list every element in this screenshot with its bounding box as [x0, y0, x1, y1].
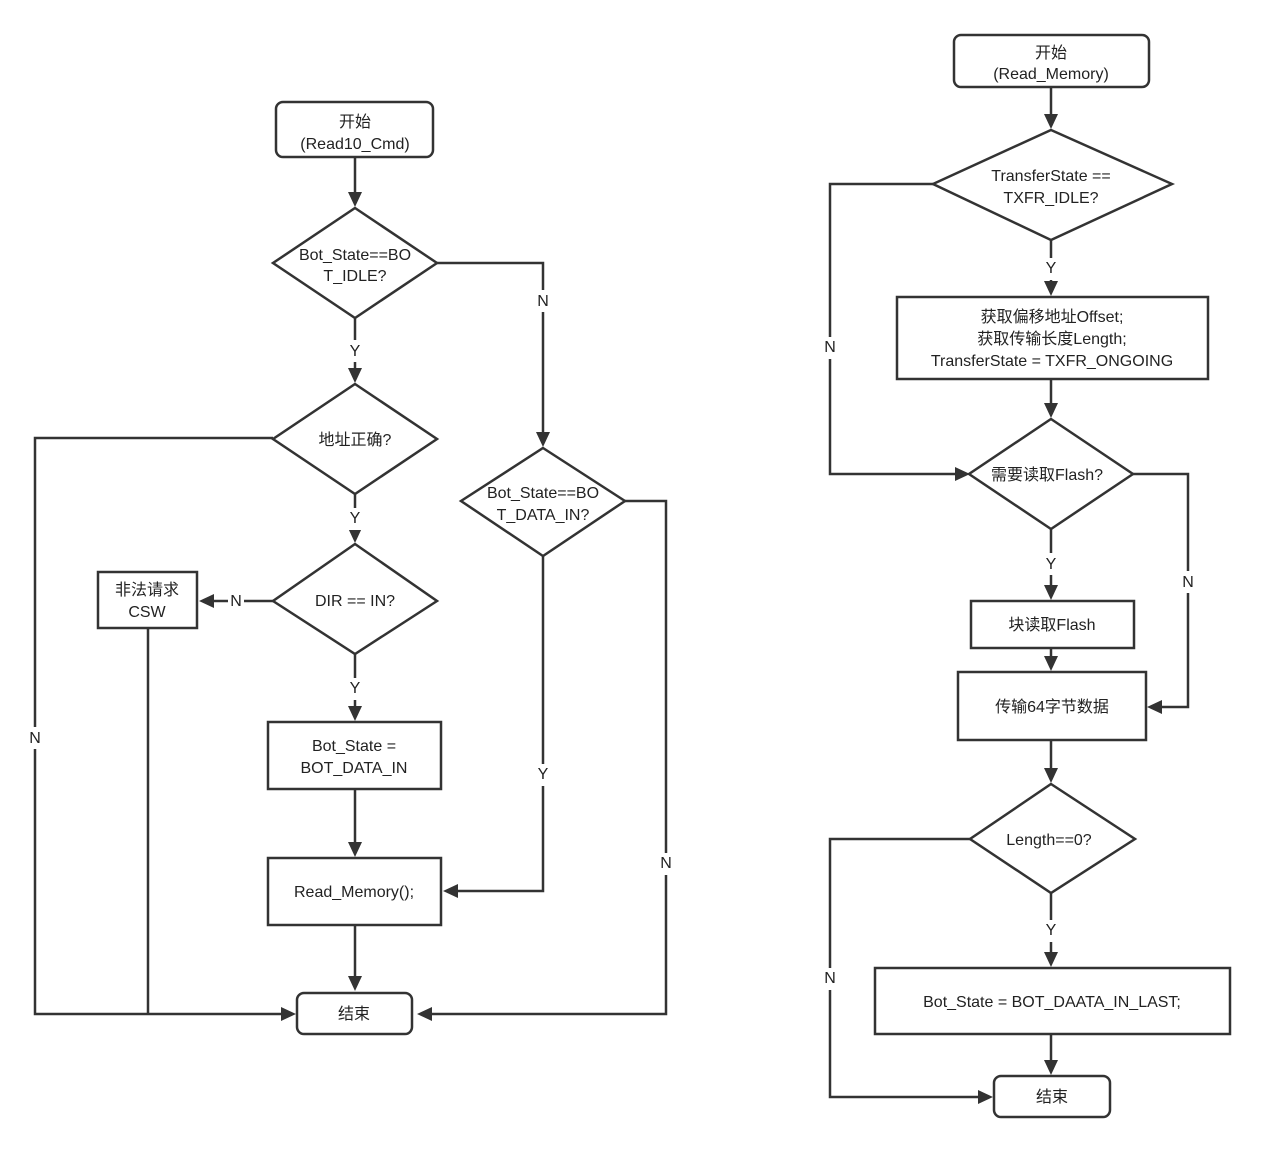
label-y-data-in: Y	[538, 766, 549, 783]
label-y-address: Y	[350, 510, 361, 527]
decision-bot-data-in	[458, 446, 628, 558]
illegal-request-line2: CSW	[128, 604, 166, 621]
label-n-transfer-idle: N	[824, 339, 836, 356]
set-bot-state-box	[266, 720, 443, 791]
decision-bot-idle-line2: T_IDLE?	[323, 268, 386, 285]
decision-length-zero-text: Length==0?	[1006, 832, 1092, 849]
left-connectors	[33, 157, 668, 1016]
decision-transfer-idle-line2: TXFR_IDLE?	[1003, 190, 1098, 207]
decision-need-read-flash-text: 需要读取Flash?	[991, 466, 1103, 484]
decision-need-read-flash	[966, 417, 1136, 531]
read-memory-box	[266, 856, 443, 927]
end-node	[295, 991, 414, 1036]
start-text-line1: 开始	[339, 113, 371, 131]
flowchart-read10-cmd: 开始 (Read10_Cmd) Bot_State==BO T_IDLE? 地址…	[27, 100, 674, 1036]
decision-dir-in-text: DIR == IN?	[315, 593, 395, 610]
decision-address-valid	[270, 382, 440, 496]
decision-bot-idle	[270, 206, 440, 320]
end-text: 结束	[338, 1005, 370, 1023]
label-y-length-zero: Y	[1046, 922, 1057, 939]
right-arrowheads	[955, 114, 1162, 1104]
label-n-idle: N	[537, 293, 549, 310]
left-arrowheads	[199, 192, 550, 1021]
start-text-line2: (Read_Memory)	[993, 66, 1109, 83]
label-n-dir: N	[230, 593, 242, 610]
set-last-state-text: Bot_State = BOT_DAATA_IN_LAST;	[923, 994, 1181, 1011]
label-n-address: N	[29, 730, 41, 747]
illegal-request-line1: 非法请求	[115, 581, 179, 599]
get-params-line2: 获取传输长度Length;	[977, 330, 1126, 348]
illegal-request-box	[96, 570, 199, 630]
end-text: 结束	[1036, 1088, 1068, 1106]
label-y-need-flash: Y	[1046, 556, 1057, 573]
transfer-64-bytes-box	[956, 670, 1148, 742]
get-params-box	[895, 295, 1210, 381]
flowchart-read-memory: 开始 (Read_Memory) TransferState == TXFR_I…	[822, 33, 1232, 1119]
decision-length-zero	[967, 782, 1138, 895]
left-branch-labels: Y Y Y Y N N N N	[27, 290, 674, 875]
label-y-transfer-idle: Y	[1046, 260, 1057, 277]
label-y-dir: Y	[350, 680, 361, 697]
end-node	[992, 1074, 1112, 1119]
decision-dir-in	[270, 542, 440, 656]
start-text-line1: 开始	[1035, 44, 1067, 62]
transfer-64-bytes-text: 传输64字节数据	[995, 698, 1109, 716]
label-n-data-in: N	[660, 855, 672, 872]
set-bot-state-line2: BOT_DATA_IN	[301, 760, 408, 777]
block-read-flash-box	[969, 599, 1136, 650]
block-read-flash-text: 块读取Flash	[1008, 616, 1095, 634]
label-n-need-flash: N	[1182, 574, 1194, 591]
label-y-idle: Y	[350, 343, 361, 360]
decision-transfer-idle-line1: TransferState ==	[991, 168, 1110, 185]
start-node	[952, 33, 1151, 89]
set-last-state-box	[873, 966, 1232, 1036]
start-text-line2: (Read10_Cmd)	[300, 136, 409, 153]
decision-bot-data-in-line2: T_DATA_IN?	[497, 507, 590, 524]
decision-bot-idle-line1: Bot_State==BO	[299, 247, 411, 264]
right-connectors	[828, 87, 1190, 1099]
decision-transfer-idle	[930, 128, 1176, 242]
decision-address-valid-text: 地址正确?	[319, 431, 392, 449]
label-n-length-zero: N	[824, 970, 836, 987]
get-params-line1: 获取偏移地址Offset;	[981, 308, 1124, 326]
decision-bot-data-in-line1: Bot_State==BO	[487, 485, 599, 502]
set-bot-state-line1: Bot_State =	[312, 738, 396, 755]
read-memory-text: Read_Memory();	[294, 884, 414, 901]
start-node	[274, 100, 435, 159]
get-params-line3: TransferState = TXFR_ONGOING	[931, 353, 1173, 370]
right-branch-labels: Y Y Y N N N	[822, 258, 1196, 990]
